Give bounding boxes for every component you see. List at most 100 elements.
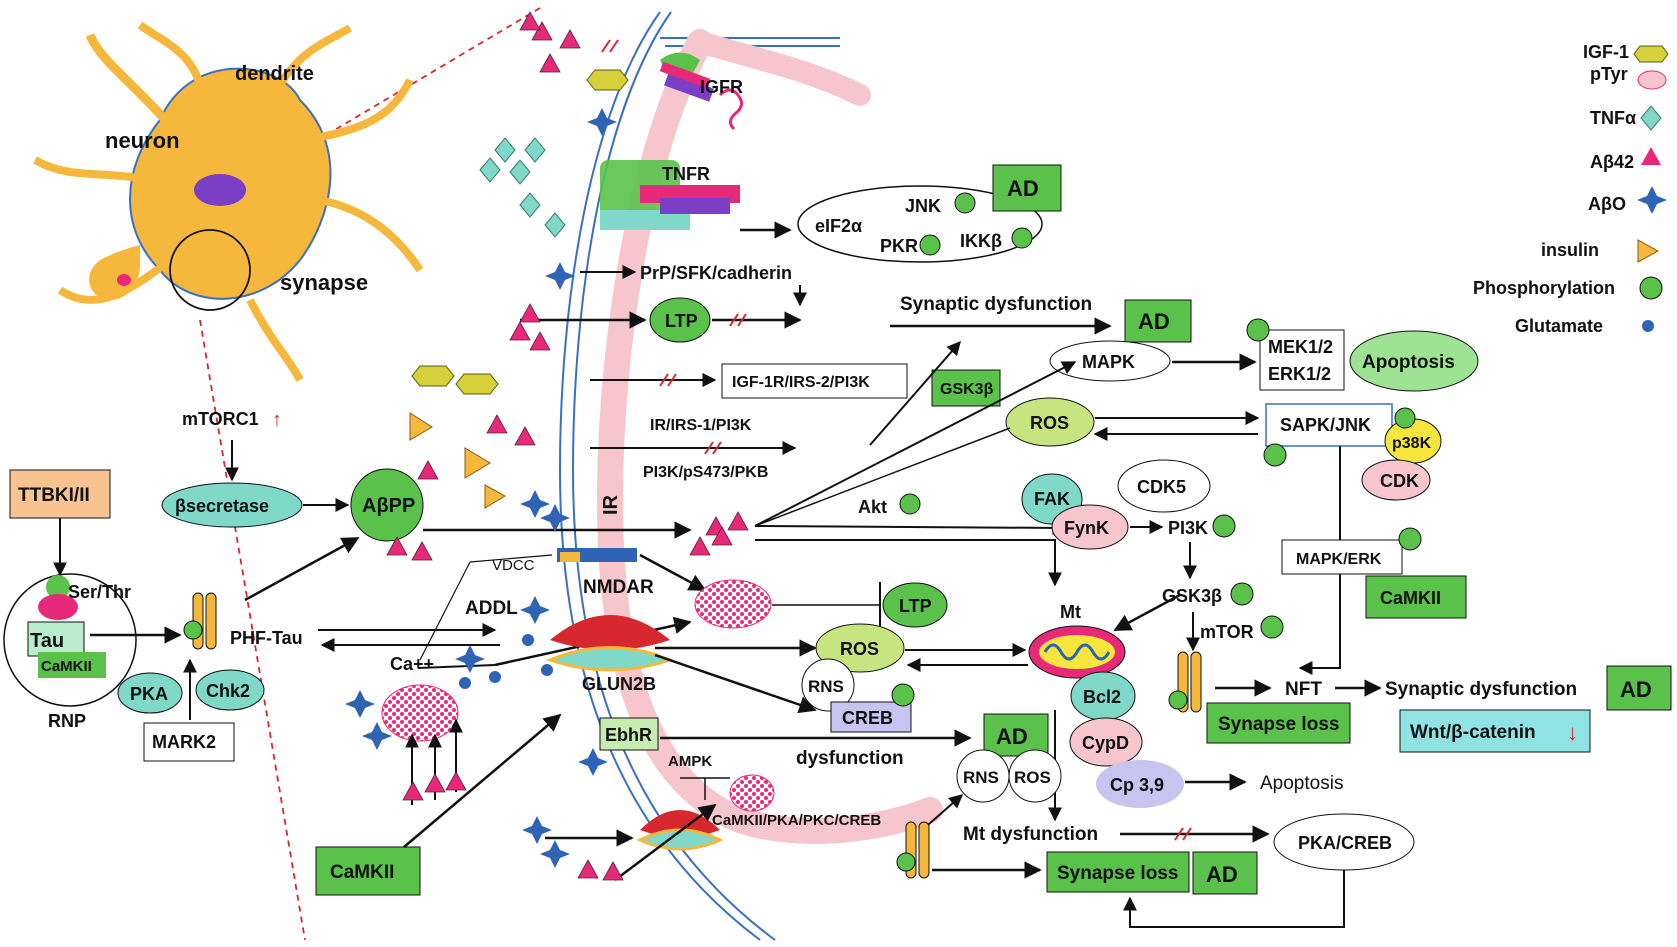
apoptosis-node-1 — [1349, 330, 1479, 392]
igf-hexagons — [411, 69, 629, 395]
label-gsk3b-top: GSK3β — [940, 381, 994, 398]
gsk3b-box-top — [931, 369, 1001, 407]
eif2a-complex — [797, 185, 1043, 263]
label-pka-creb: PKA/CREB — [1298, 833, 1392, 853]
label-eif2a: eIF2α — [815, 216, 862, 236]
label-rnp: RNP — [48, 711, 86, 731]
label-ca: Ca++ — [390, 654, 434, 674]
label-prp: PrP/SFK/cadherin — [640, 263, 792, 283]
ros-node-low — [1008, 749, 1062, 803]
label-camkii-pka: CaMKII/PKA/PKC/CREB — [712, 812, 881, 829]
label-fynk: FynK — [1064, 518, 1109, 538]
phospho-mtor — [1260, 615, 1284, 639]
label-ad-4: AD — [996, 724, 1028, 749]
camkii-box-right — [1365, 575, 1467, 619]
label-erk: ERK1/2 — [1268, 364, 1331, 384]
legend-label-igf1: IGF-1 — [1583, 42, 1629, 62]
label-mapk: MAPK — [1082, 352, 1135, 372]
label-cdk: CDK — [1380, 471, 1419, 491]
mapk-erk-box — [1281, 539, 1403, 575]
mark2-box — [143, 722, 235, 762]
nmda-receptor-base — [545, 646, 675, 672]
label-pi3k-ps473: PI3K/pS473/PKB — [643, 464, 768, 481]
phospho-mapk-erk — [1398, 527, 1422, 551]
tau-filament-right — [1168, 651, 1202, 713]
abeta-oligomer-stars — [345, 108, 617, 868]
label-ltp-1: LTP — [665, 311, 698, 331]
label-bcl2: Bcl2 — [1083, 687, 1121, 707]
label-rns-mid: RNS — [808, 677, 844, 696]
label-synaptic-dysfunction-1: Synaptic dysfunction — [900, 294, 1092, 315]
phospho-p38k — [1394, 407, 1416, 429]
synapse-loss-box-2 — [1046, 851, 1190, 893]
label-ad-2: AD — [1138, 309, 1170, 334]
wnt-box — [1399, 709, 1591, 753]
label-ros-mid: ROS — [840, 639, 879, 659]
cypd-node — [1069, 717, 1143, 767]
label-jnk: JNK — [905, 196, 941, 216]
label-pka: PKA — [130, 684, 168, 704]
igfr-receptor — [659, 52, 743, 131]
nmda-receptor — [550, 615, 670, 650]
label-mtorc1: mTORC1 — [182, 409, 259, 429]
legend-label-abeta: Aβ42 — [1590, 152, 1634, 172]
label-ir-irs1: IR/IRS-1/PI3K — [650, 417, 752, 434]
legend-ptyr-oval — [1637, 70, 1667, 90]
label-mtor: mTOR — [1200, 622, 1254, 642]
label-ampk: AMPK — [668, 753, 712, 770]
label-ebhr: EbhR — [605, 725, 652, 745]
label-fak: FAK — [1034, 489, 1070, 509]
legend-label-abo: AβO — [1588, 194, 1626, 214]
phospho-akt — [899, 493, 921, 515]
glutamate-dots — [459, 634, 553, 689]
cdk5-node — [1117, 459, 1211, 513]
label-mapk-erk: MAPK/ERK — [1296, 551, 1382, 568]
abeta-oligomer-cluster-2 — [381, 684, 459, 742]
label-igfr: IGFR — [700, 77, 743, 97]
ebhr-box — [599, 717, 659, 751]
neuron-illustration — [33, 21, 424, 382]
label-dysfunction: dysfunction — [796, 748, 904, 769]
label-cp39: Cp 3,9 — [1110, 775, 1164, 795]
ros-node-mid — [815, 623, 905, 673]
label-camkii-bottom: CaMKII — [330, 862, 394, 883]
cp39-node — [1096, 760, 1184, 808]
label-dendrite: dendrite — [235, 63, 314, 85]
label-pi3k: PI3K — [1168, 518, 1208, 538]
label-synapse-loss-1: Synapse loss — [1218, 714, 1339, 735]
abeta-oligomer-cluster-3 — [729, 774, 775, 812]
label-ros-top: ROS — [1030, 413, 1069, 433]
legend-phospho-circle — [1639, 276, 1663, 300]
label-nmdar: NMDAR — [583, 577, 654, 598]
label-ser-thr: Ser/Thr — [68, 582, 131, 602]
ros-node-top — [1005, 397, 1095, 447]
phospho-sapk — [1263, 443, 1287, 467]
up-arrow-mtorc1: ↑ — [272, 409, 282, 431]
label-creb: CREB — [842, 708, 893, 728]
ad-box-3 — [1606, 665, 1672, 711]
label-cdk5: CDK5 — [1137, 477, 1186, 497]
label-neuron: neuron — [105, 128, 180, 153]
down-arrow-wnt: ↓ — [1567, 720, 1578, 745]
label-chk2: Chk2 — [206, 681, 250, 701]
legend-abeta-triangle — [1641, 147, 1661, 165]
ad-box-2 — [1124, 299, 1192, 343]
label-ir: IR — [600, 494, 622, 515]
label-addl: ADDL — [465, 598, 518, 619]
synapse-loss-box-1 — [1206, 702, 1351, 744]
label-camkii-left: CaMKII — [41, 658, 92, 675]
label-ikkb: IKKβ — [960, 231, 1002, 251]
tau-filament — [183, 592, 217, 650]
chk2-node — [195, 669, 265, 711]
label-wnt: Wnt/β-catenin — [1410, 722, 1536, 743]
camkii-box-left — [38, 652, 106, 678]
label-glun2b: GLUN2B — [582, 674, 656, 694]
legend-tnf-diamond — [1640, 105, 1662, 131]
label-tau: Tau — [30, 630, 64, 652]
ad-box-4 — [983, 713, 1049, 757]
label-pkr: PKR — [880, 236, 918, 256]
label-nft: NFT — [1285, 679, 1322, 700]
mapk-node — [1049, 340, 1171, 382]
phospho-pi3k — [1212, 514, 1236, 538]
